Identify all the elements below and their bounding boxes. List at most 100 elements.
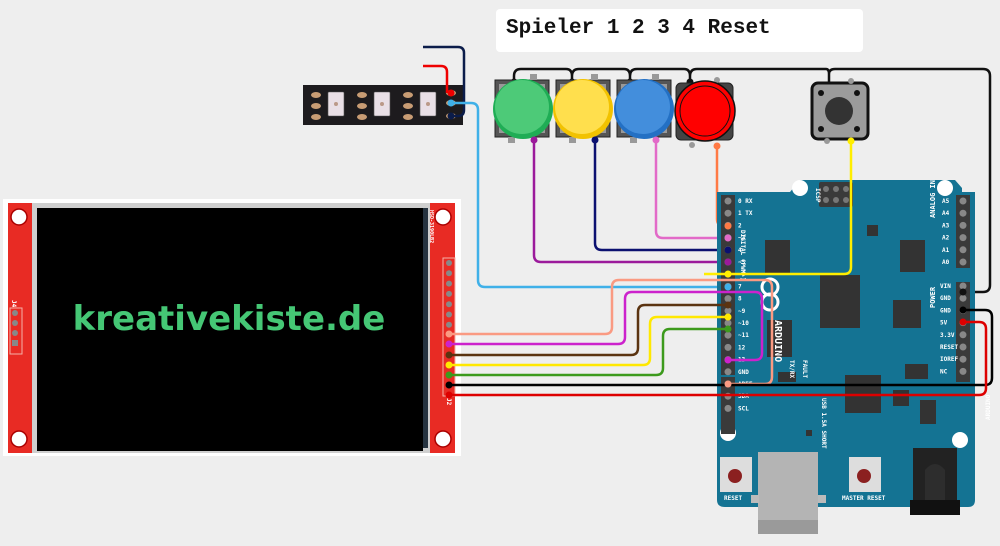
arduino-pin[interactable] — [724, 404, 732, 412]
led-strip-gnd-wire — [423, 45, 466, 118]
fault-label: FAULT — [801, 360, 808, 378]
arduino-pin-label: A4 — [942, 210, 950, 217]
wire-player-2 — [593, 140, 727, 252]
arduino-pin-label: ~10 — [738, 320, 749, 327]
arduino-analog-pin[interactable] — [959, 234, 967, 242]
arduino-pin-label: GND — [738, 369, 749, 376]
arduino-pin-label: SCL — [738, 405, 749, 412]
arduino-pin-label: GND — [940, 307, 951, 314]
lcd-pin[interactable] — [446, 270, 452, 277]
lcd-pin[interactable] — [446, 290, 452, 297]
arduino-pin[interactable] — [724, 209, 732, 217]
wire-display-5v — [449, 320, 988, 397]
arduino-pin-label: GND — [940, 295, 951, 302]
j4-label: J4 — [10, 300, 17, 308]
arduino-power-pin[interactable] — [959, 282, 967, 290]
wire-display-gnd — [449, 308, 994, 387]
arduino-pin-label: 4 — [738, 247, 742, 254]
button-reset[interactable] — [810, 78, 870, 144]
digital-label: DIGITAL (PWM~) — [739, 230, 746, 281]
lcd-wire-end — [445, 391, 453, 399]
arduino-master-reset-button[interactable] — [849, 457, 881, 492]
arduino-power-pin[interactable] — [959, 343, 967, 351]
lcd-pin[interactable] — [446, 280, 452, 287]
arduino-pin-label: A3 — [942, 222, 950, 229]
arduino-pin-label: ~5 — [738, 259, 746, 266]
lcd-pin[interactable] — [446, 301, 452, 308]
arduino-pin-label: VIN — [940, 283, 951, 290]
button-player-3[interactable] — [614, 74, 674, 143]
arduino-pin-label: A0 — [942, 259, 950, 266]
wire-display-2 — [449, 290, 764, 362]
arduino-wire-end — [724, 270, 732, 278]
arduino-power-pin[interactable] — [959, 294, 967, 302]
display-screen-text: kreativekiste.de — [73, 299, 386, 339]
reset-label: RESET — [724, 495, 742, 502]
arduino-analog-pin[interactable] — [959, 246, 967, 254]
arduino-wire-end — [724, 380, 732, 388]
button-player-1[interactable] — [493, 74, 553, 143]
display-model-label: HSD-3190LB2 — [428, 210, 434, 243]
lcd-wire-end — [445, 340, 453, 348]
buttons-ground-bus — [512, 67, 992, 294]
master-reset-label: MASTER RESET — [842, 495, 886, 502]
arduino-power-pin[interactable] — [959, 355, 967, 363]
lcd-wire-end — [445, 361, 453, 369]
arduino-pin-label: NC — [940, 368, 948, 375]
arduino-analog-pin[interactable] — [959, 221, 967, 229]
arduino-pin[interactable] — [724, 295, 732, 303]
arduino-pin-label: RESET — [940, 344, 958, 351]
arduino-wire-end — [724, 222, 732, 230]
dc-power-jack[interactable] — [910, 448, 960, 515]
arduino-reset-button[interactable] — [720, 457, 752, 492]
wire-reset — [704, 141, 853, 276]
arduino-wire-end — [724, 234, 732, 242]
arduino-pin-label: 2 — [738, 222, 742, 229]
usb-short-label: USB 1.5A SHORT — [820, 398, 827, 449]
lcd-wire-end — [445, 330, 453, 338]
wire-player-1 — [532, 140, 727, 264]
lcd-pin[interactable] — [446, 321, 452, 328]
arduino-pin[interactable] — [724, 368, 732, 376]
icsp-label: ICSP — [814, 188, 821, 203]
txrx-label: TX/RX — [788, 360, 795, 378]
arduino-pin-label: 0 RX — [738, 198, 753, 205]
arduino-wire-end — [724, 301, 732, 309]
arduino-pin-label: 12 — [738, 344, 746, 351]
arduino-pin-label: 1 TX — [738, 210, 753, 217]
led-strip-data-wire — [451, 101, 727, 289]
button-player-4[interactable] — [674, 77, 736, 148]
arduino-brand: ARDUINO — [772, 320, 783, 362]
arduino-pin-label: SDA — [738, 393, 749, 400]
arduino-power-pin[interactable] — [959, 367, 967, 375]
usb-connector[interactable] — [751, 452, 826, 534]
lcd-pin[interactable] — [446, 260, 452, 266]
arduino-pin-label: ~11 — [738, 332, 749, 339]
arduino-pin[interactable] — [724, 331, 732, 339]
arduino-pin[interactable] — [724, 307, 732, 315]
arduino-pin-label: A1 — [942, 247, 950, 254]
arduino-brand-side: ARDUINO — [985, 394, 992, 420]
arduino-analog-pin[interactable] — [959, 209, 967, 217]
arduino-pin-label: IOREF — [940, 356, 958, 363]
title-text: Spieler 1 2 3 4 Reset — [506, 17, 771, 40]
arduino-pin-label: A2 — [942, 235, 950, 242]
arduino-analog-pin[interactable] — [959, 258, 967, 266]
arduino-wire-end — [724, 325, 732, 333]
power-label: POWER — [929, 286, 937, 308]
arduino-wire-end — [724, 246, 732, 254]
arduino-analog-pin[interactable] — [959, 197, 967, 205]
arduino-wire-end — [724, 313, 732, 321]
title-banner: Spieler 1 2 3 4 Reset — [496, 9, 863, 52]
arduino-pin-label: ~3 — [738, 235, 746, 242]
wire-display-1 — [449, 278, 774, 386]
led-strip-vcc-wire — [423, 64, 449, 93]
arduino-wire-end — [959, 318, 967, 326]
lcd-pin[interactable] — [446, 311, 452, 318]
arduino-power-pin[interactable] — [959, 331, 967, 339]
arduino-pin[interactable] — [724, 343, 732, 351]
arduino-pin[interactable] — [724, 197, 732, 205]
button-player-2[interactable] — [553, 74, 613, 143]
arduino-pin[interactable] — [724, 319, 732, 327]
arduino-pin-label: A5 — [942, 198, 950, 205]
